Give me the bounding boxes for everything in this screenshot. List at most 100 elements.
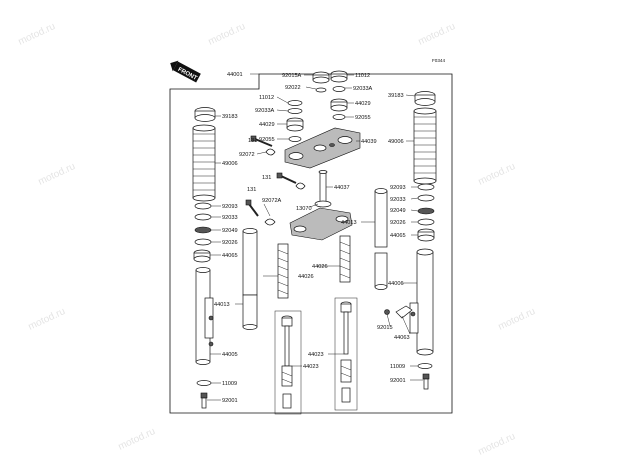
label-92093-right: 92093: [390, 185, 406, 191]
label-39183-left: 39183: [222, 114, 238, 120]
label-44006: 44006: [388, 281, 404, 287]
bushing-44065-right: [417, 228, 435, 242]
label-92033a-left: 92033A: [255, 108, 275, 114]
label-92093-left: 92093: [222, 204, 238, 210]
label-11009-right: 11009: [390, 364, 405, 370]
watermark-text: motod.ru: [417, 21, 457, 48]
damper-box-left: [274, 310, 302, 415]
label-44065-left: 44065: [222, 253, 238, 259]
inner-tube-44013-right: [374, 188, 388, 290]
watermark-text: motod.ru: [477, 161, 517, 188]
label-49006-right: 49006: [388, 139, 404, 145]
clamp-44063: [395, 305, 413, 319]
label-39183-right: 39183: [388, 93, 404, 99]
watermark-text: motod.ru: [207, 21, 247, 48]
label-92033a: 92033A: [353, 86, 373, 92]
assembly-frame: [169, 73, 453, 414]
watermark-text: motod.ru: [497, 306, 537, 333]
collar-44029-right: [330, 98, 348, 112]
seal-92049-left: [194, 226, 212, 234]
dust-cap-left: [194, 107, 216, 122]
washer-11009-left: [196, 380, 212, 386]
label-92055-right: 92055: [355, 115, 371, 121]
fork-boot-right: [413, 107, 437, 185]
label-92072-top: 92072: [239, 152, 255, 158]
watermark-text: motod.ru: [27, 306, 67, 333]
label-92033-right: 92033: [390, 197, 406, 203]
bolt-92015: [384, 309, 390, 315]
label-44013-left: 44013: [214, 302, 230, 308]
label-44005: 44005: [222, 352, 238, 358]
front-badge: FRONT: [170, 60, 201, 83]
watermark-text: motod.ru: [117, 426, 157, 453]
washer-92022: [315, 87, 327, 93]
label-11009-left: 11009: [222, 381, 237, 387]
label-92055-left: 92055: [259, 137, 275, 143]
oring-92033a: [332, 86, 346, 92]
part-labels: 44001 92015A 11012 92022 92033A 11012 92…: [214, 72, 410, 404]
clamp-92072-mid: [295, 182, 306, 190]
watermark-text: motod.ru: [17, 21, 57, 48]
label-92026-right: 92026: [390, 220, 406, 226]
collar-44029-left: [286, 117, 304, 132]
ring-92093-left: [194, 202, 212, 210]
cap-right: [330, 70, 348, 83]
label-44039: 44039: [361, 139, 377, 145]
label-44026-right: 44026: [312, 264, 328, 270]
label-44001: 44001: [227, 72, 243, 78]
bushing-44065-left: [193, 249, 211, 263]
label-44013-right: 44013: [341, 220, 357, 226]
fork-spring-left: [277, 243, 289, 299]
upper-triple-clamp: [284, 127, 361, 169]
label-92049-right: 92049: [390, 208, 406, 214]
bolt-92001-right: [422, 373, 430, 390]
clamp-92072a: [264, 218, 276, 226]
label-92022: 92022: [285, 85, 301, 91]
label-13070: 13070: [296, 206, 312, 212]
bolt-131-top: [250, 135, 273, 147]
label-92015a: 92015A: [282, 73, 302, 79]
outer-tube-44005: [195, 267, 214, 365]
label-44029-left: 44029: [259, 122, 275, 128]
label-49006-left: 49006: [222, 161, 238, 167]
steering-stem: [314, 170, 332, 208]
outer-tube-44006: [409, 248, 434, 356]
ring-92055-left: [288, 136, 302, 142]
clamp-92072-top: [265, 148, 276, 156]
label-131-lower: 131: [247, 187, 256, 193]
oring-92033-left: [194, 213, 212, 221]
oring-92033a-left: [287, 108, 303, 114]
label-11012: 11012: [355, 73, 370, 79]
oring-92033-right: [417, 194, 435, 202]
damper-rod-left: [281, 315, 293, 409]
inner-tube-44013-left: [242, 228, 258, 330]
watermark-layer: motod.ru motod.ru motod.ru motod.ru moto…: [17, 21, 537, 458]
lower-triple-clamp: [289, 207, 353, 241]
dust-cap-right: [414, 91, 436, 106]
label-92015: 92015: [377, 325, 393, 331]
ring-92093-right: [417, 183, 435, 191]
cap-left: [312, 71, 330, 84]
bolt-131-mid: [276, 172, 297, 184]
label-44037: 44037: [334, 185, 350, 191]
seal-92049-right: [417, 207, 435, 215]
label-92001-right: 92001: [390, 378, 406, 384]
oring-11012: [287, 100, 303, 106]
label-44029-right: 44029: [355, 101, 371, 107]
bolt-92001-left: [200, 392, 208, 409]
label-92001-left: 92001: [222, 398, 238, 404]
label-44023-right: 44023: [308, 352, 324, 358]
bolt-131-lower: [245, 199, 259, 217]
label-92072a: 92072A: [262, 198, 282, 204]
washer-92026-left: [194, 238, 212, 246]
label-131-top: 131: [248, 138, 257, 144]
leader-lines: [207, 73, 423, 401]
label-92026-left: 92026: [222, 240, 238, 246]
label-44026-left: 44026: [298, 274, 314, 280]
label-92049-left: 92049: [222, 228, 238, 234]
watermark-text: motod.ru: [477, 431, 517, 458]
watermark-text: motod.ru: [37, 161, 77, 188]
label-92033-left: 92033: [222, 215, 238, 221]
figure-code: F0344: [432, 58, 445, 63]
